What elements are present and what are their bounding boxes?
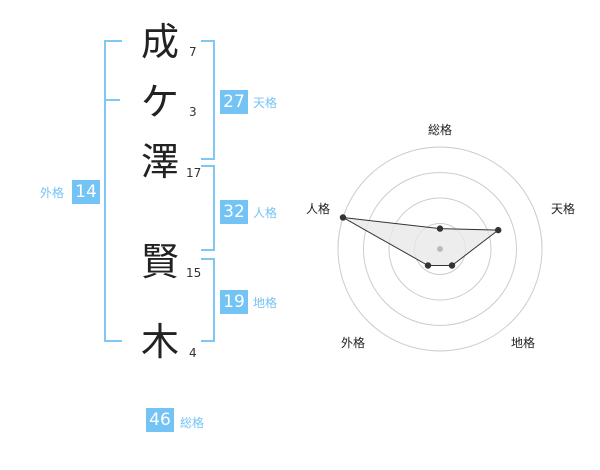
- radar-label-gaikaku: 外格: [341, 336, 366, 350]
- gaikaku-value: 14: [72, 180, 100, 204]
- radar-ring: [388, 197, 492, 301]
- radar-label-soukaku: 総格: [428, 123, 453, 137]
- soukaku-label: 総格: [180, 416, 205, 430]
- stroke-count-1: 7: [189, 45, 197, 59]
- stroke-count-2: 3: [189, 105, 197, 119]
- radar-point-5: [339, 214, 347, 221]
- chikaku-value: 19: [220, 290, 248, 314]
- jinkaku-value: 32: [220, 200, 248, 224]
- radar-label-chikaku: 地格: [511, 336, 536, 350]
- name-char-5: 木: [140, 320, 179, 364]
- radar-label-jinkaku: 人格: [306, 202, 331, 216]
- name-char-1: 成: [140, 20, 179, 64]
- stroke-count-4: 15: [186, 266, 202, 280]
- radar-point-1: [436, 225, 444, 232]
- radar-label-tenkaku: 天格: [551, 202, 576, 216]
- jinkaku-label: 人格: [253, 206, 278, 220]
- name-char-2: ケ: [140, 80, 179, 124]
- radar-polygon: [342, 216, 500, 267]
- name-char-3: 澤: [140, 140, 179, 184]
- gaikaku-label: 外格: [40, 186, 65, 200]
- tenkaku-label: 天格: [253, 96, 278, 110]
- radar-center-dot: [437, 246, 443, 252]
- radar-point-4: [424, 262, 432, 269]
- radar-ring: [363, 172, 517, 326]
- gaikaku-bracket: [104, 40, 122, 342]
- radar-ring: [337, 146, 543, 352]
- radar-point-3: [448, 262, 456, 269]
- chikaku-label: 地格: [253, 296, 278, 310]
- chikaku-bracket: [201, 258, 215, 342]
- name-char-4: 賢: [140, 240, 179, 284]
- radar-point-2: [495, 226, 502, 234]
- tenkaku-bracket: [201, 40, 215, 160]
- tenkaku-value: 27: [220, 90, 248, 114]
- jinkaku-bracket: [201, 165, 215, 251]
- stroke-count-3: 17: [186, 166, 202, 180]
- stroke-count-5: 4: [189, 346, 197, 360]
- soukaku-value: 46: [146, 408, 174, 432]
- gaikaku-bracket-tick: [104, 99, 120, 101]
